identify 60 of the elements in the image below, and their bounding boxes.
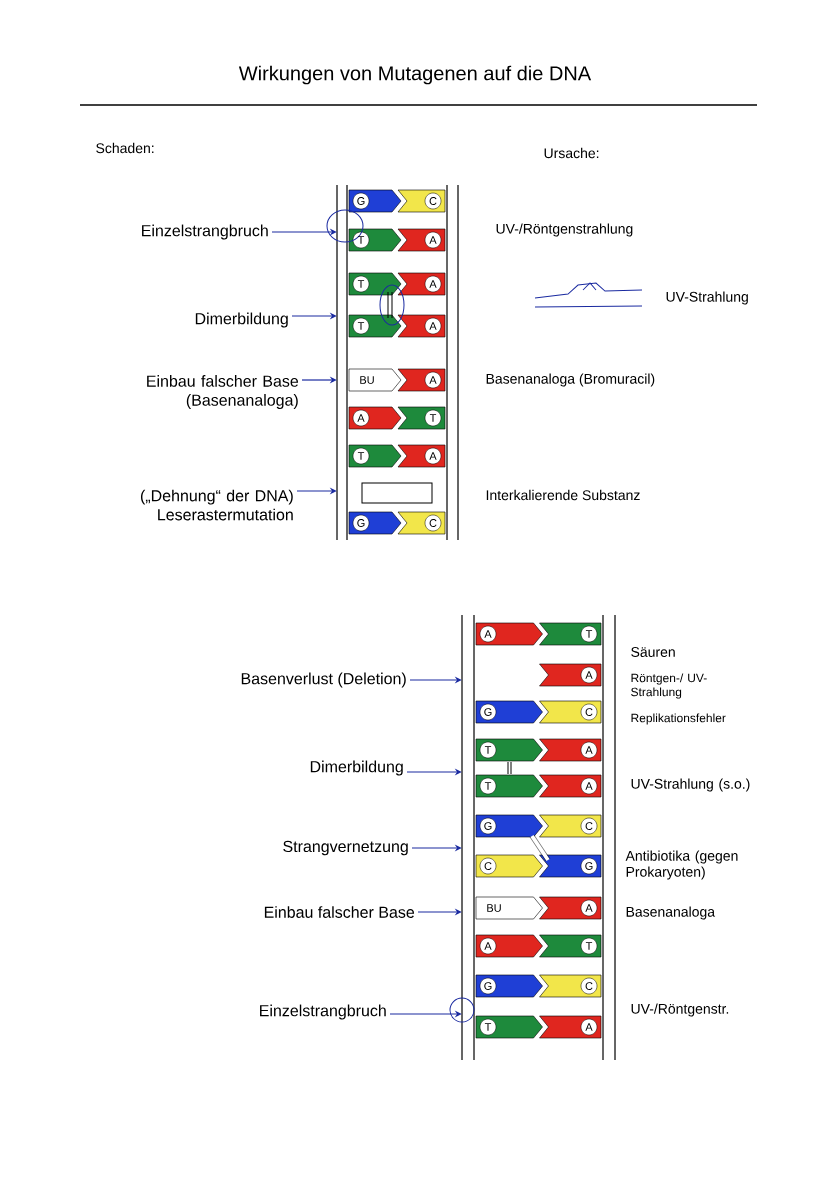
cause-text: Röntgen-/ UV-Strahlung xyxy=(631,673,707,699)
base-letter: A xyxy=(429,452,437,460)
base-letter: C xyxy=(429,197,437,205)
base-letter: G xyxy=(357,197,365,205)
cause-text: Interkalierende Substanz xyxy=(486,489,640,501)
base-letter: A xyxy=(585,1023,593,1031)
base-letter: BU xyxy=(360,376,374,384)
base-letter: A xyxy=(429,280,437,288)
damage-label: Einzelstrangbruch xyxy=(142,224,268,240)
section-heading: Schaden: xyxy=(96,142,154,154)
base-letter: G xyxy=(357,519,365,527)
cause-text: Basenanaloga (Bromuracil) xyxy=(486,373,655,387)
base-letter: A xyxy=(585,671,593,679)
cause-text: UV-/Röntgenstr. xyxy=(631,1003,729,1017)
base-letter: G xyxy=(484,982,492,990)
base-letter: T xyxy=(585,630,593,638)
section-heading: Ursache: xyxy=(544,147,599,159)
base-letter: T xyxy=(357,322,365,330)
base-letter: A xyxy=(357,414,365,422)
base-letter: C xyxy=(585,822,593,830)
damage-label: Dimerbildung xyxy=(310,760,403,776)
cause-text: Säuren xyxy=(631,647,675,657)
damage-label: Dimerbildung xyxy=(195,312,288,328)
base-letter: T xyxy=(357,280,365,288)
damage-label: Basenverlust (Deletion) xyxy=(241,672,406,688)
cause-text: UV-Strahlung (s.o.) xyxy=(631,778,750,792)
base-letter: C xyxy=(585,708,593,716)
base-letter: A xyxy=(585,746,593,754)
base-letter: A xyxy=(585,904,593,912)
damage-label: Einbau falscher Base (Basenanaloga) xyxy=(147,375,299,409)
base-letter: T xyxy=(357,452,365,460)
base-letter: T xyxy=(585,942,593,950)
dna-ladder-drawing xyxy=(449,614,616,1061)
base-letter: C xyxy=(585,982,593,990)
base-letter: T xyxy=(484,1023,492,1031)
base-letter: A xyxy=(429,322,437,330)
base-letter: C xyxy=(484,862,492,870)
dna-ladder-drawing xyxy=(326,184,459,541)
base-letter: A xyxy=(585,782,593,790)
base-letter: A xyxy=(429,376,437,384)
base-letter: A xyxy=(484,630,492,638)
base-letter: G xyxy=(484,822,492,830)
base-letter: C xyxy=(429,519,437,527)
base-letter: A xyxy=(484,942,492,950)
base-letter: T xyxy=(429,414,437,422)
damage-label: („Dehnung“ der DNA) Leserastermutation xyxy=(140,489,293,521)
base-letter: A xyxy=(429,236,437,244)
cause-text: UV-Strahlung xyxy=(666,291,748,305)
damage-label: Einzelstrangbruch xyxy=(260,1004,386,1020)
damage-label: Strangvernetzung xyxy=(283,840,408,856)
cause-text: Replikationsfehler xyxy=(631,713,726,725)
base-letter: G xyxy=(585,862,593,870)
cause-text: UV-/Röntgenstrahlung xyxy=(496,223,633,237)
base-letter: T xyxy=(484,746,492,754)
base-letter: BU xyxy=(487,904,501,912)
title: Wirkungen von Mutagenen auf die DNA xyxy=(238,65,592,85)
base-letter: T xyxy=(484,782,492,790)
base-letter: T xyxy=(357,236,365,244)
damage-label: Einbau falscher Base xyxy=(264,906,415,918)
base-letter: G xyxy=(484,708,492,716)
